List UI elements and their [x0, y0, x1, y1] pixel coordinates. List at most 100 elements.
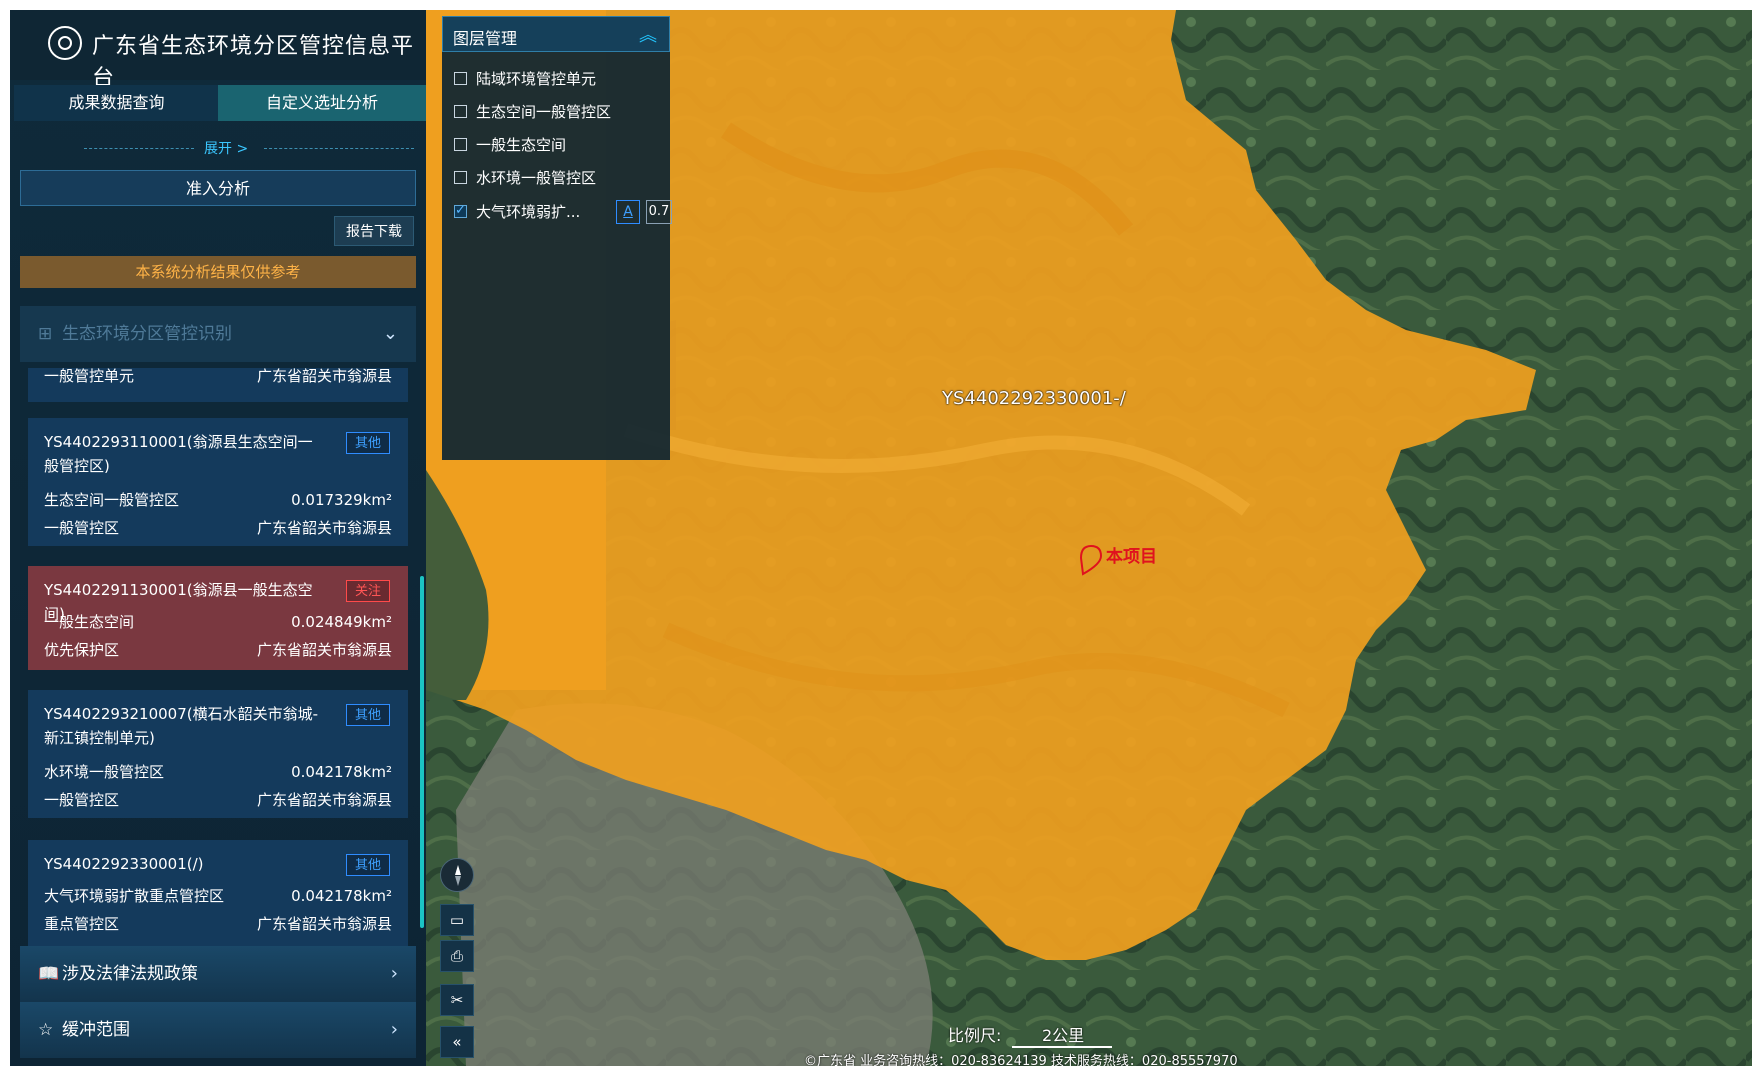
card-type: 一般管控单元 — [44, 368, 135, 385]
card-level: 重点管控区 — [44, 915, 120, 933]
card-row: 大气环境弱扩散重点管控区 0.042178km² — [44, 884, 392, 908]
layer-checkbox[interactable] — [454, 105, 467, 118]
list-item[interactable]: YS4402292330001(/) 其他 大气环境弱扩散重点管控区 0.042… — [28, 840, 408, 946]
card-region: 广东省韶关市翁源县 — [256, 791, 392, 809]
tab-bar: 成果数据查询 自定义选址分析 — [10, 85, 426, 121]
card-type: 一般生态空间 — [44, 613, 135, 631]
card-row: 水环境一般管控区 0.042178km² — [44, 760, 392, 784]
card-level: 一般管控区 — [44, 519, 120, 537]
compass-icon[interactable] — [440, 858, 474, 892]
card-area: 0.042178km² — [291, 887, 392, 905]
layer-checkbox[interactable] — [454, 200, 467, 222]
card-region: 广东省韶关市翁源县 — [256, 519, 392, 537]
card-type: 大气环境弱扩散重点管控区 — [44, 887, 225, 905]
card-level: 一般管控区 — [44, 791, 120, 809]
list-item[interactable]: 一般管控单元 广东省韶关市翁源县 — [28, 368, 408, 402]
scale-bar: 比例尺: 2公里 — [948, 1022, 1112, 1048]
layer-checkbox[interactable] — [454, 171, 467, 184]
status-badge: 关注 — [346, 580, 390, 602]
chevron-up-double-icon[interactable]: ︽ — [639, 25, 657, 46]
section-identify-label: 生态环境分区管控识别 — [62, 324, 232, 344]
list-item[interactable]: YS4402293210007(横石水韶关市翁城-新江镇控制单元) 其他 水环境… — [28, 690, 408, 818]
tab-site-analysis[interactable]: 自定义选址分析 — [218, 85, 426, 121]
app-header: 广东省生态环境分区管控信息平台 — [10, 10, 426, 91]
card-row: 一般管控区 广东省韶关市翁源县 — [44, 516, 392, 540]
status-badge: 其他 — [346, 854, 390, 876]
expand-row: 展开 > — [24, 138, 414, 158]
result-list[interactable]: 一般管控单元 广东省韶关市翁源县 YS4402293110001(翁源县生态空间… — [28, 368, 408, 946]
section-law-label: 涉及法律法规政策 — [62, 964, 198, 984]
card-area: 0.017329km² — [291, 491, 392, 509]
section-buffer-label: 缓冲范围 — [62, 1020, 130, 1040]
scale-value: 2公里 — [1042, 1026, 1085, 1045]
card-row: 一般管控单元 广东省韶关市翁源县 — [44, 368, 392, 388]
card-region: 广东省韶关市翁源县 — [256, 368, 392, 385]
card-row: 重点管控区 广东省韶关市翁源县 — [44, 912, 392, 936]
zone-polygon — [426, 10, 1536, 960]
layer-checkbox[interactable] — [454, 72, 467, 85]
footer-credits: ©广东省 业务咨询热线：020-83624139 技术服务热线：020-8555… — [804, 1054, 1238, 1066]
layer-label: 大气环境弱扩... — [476, 203, 581, 221]
list-item[interactable]: YS4402293110001(翁源县生态空间一般管控区) 其他 生态空间一般管… — [28, 418, 408, 546]
layer-label: 水环境一般管控区 — [476, 169, 597, 187]
layer-item[interactable]: 大气环境弱扩... A 0.7 — [454, 200, 672, 224]
left-panel: 广东省生态环境分区管控信息平台 成果数据查询 自定义选址分析 展开 > 准入分析… — [10, 10, 426, 1066]
card-row: 一般管控区 广东省韶关市翁源县 — [44, 788, 392, 812]
grid-icon: ⊞ — [38, 324, 53, 344]
section-law[interactable]: 📖涉及法律法规政策 › — [20, 946, 416, 1002]
region-label: YS4402292330001-/ — [942, 388, 1126, 409]
chevron-right-icon: › — [390, 1019, 398, 1040]
scrollbar-thumb[interactable] — [420, 576, 424, 928]
measure-icon[interactable]: ▭ — [440, 904, 474, 936]
card-area: 0.024849km² — [291, 613, 392, 631]
layer-label: 一般生态空间 — [476, 136, 567, 154]
card-type: 生态空间一般管控区 — [44, 491, 180, 509]
cut-icon[interactable]: ✂ — [440, 984, 474, 1016]
divider — [84, 148, 194, 149]
layer-checkbox[interactable] — [454, 138, 467, 151]
card-row: 生态空间一般管控区 0.017329km² — [44, 488, 392, 512]
card-type: 水环境一般管控区 — [44, 763, 165, 781]
divider — [264, 148, 414, 149]
tab-data-query[interactable]: 成果数据查询 — [14, 85, 219, 121]
access-analysis-button[interactable]: 准入分析 — [20, 170, 416, 206]
app-title: 广东省生态环境分区管控信息平台 — [92, 34, 415, 91]
opacity-input[interactable]: 0.7 — [646, 200, 672, 224]
book-icon: 📖 — [38, 964, 60, 984]
layer-label: 陆域环境管控单元 — [476, 70, 597, 88]
scale-prefix: 比例尺: — [948, 1026, 1002, 1045]
layer-panel-title: 图层管理 — [453, 29, 518, 48]
card-row: 一般生态空间 0.024849km² — [44, 610, 392, 634]
print-icon[interactable]: ⎙ — [440, 940, 474, 972]
star-icon: ☆ — [38, 1020, 54, 1040]
card-name: YS4402293110001(翁源县生态空间一般管控区) — [44, 433, 313, 475]
collapse-icon[interactable]: « — [440, 1026, 474, 1058]
card-region: 广东省韶关市翁源县 — [256, 915, 392, 933]
layer-label: 生态空间一般管控区 — [476, 103, 612, 121]
project-marker-icon — [1079, 544, 1103, 576]
card-name: YS4402293210007(横石水韶关市翁城-新江镇控制单元) — [44, 705, 319, 747]
layer-panel-header[interactable]: 图层管理 ︽ — [442, 16, 670, 52]
list-item[interactable]: YS4402291130001(翁源县一般生态空间) 关注 一般生态空间 0.0… — [28, 566, 408, 670]
chevron-down-icon: ⌄ — [382, 323, 398, 344]
legend-chip[interactable]: A — [616, 200, 640, 224]
report-download-button[interactable]: 报告下载 — [334, 216, 414, 246]
card-level: 优先保护区 — [44, 641, 120, 659]
card-area: 0.042178km² — [291, 763, 392, 781]
section-buffer[interactable]: ☆ 缓冲范围 › — [20, 1002, 416, 1058]
chevron-right-icon: › — [390, 963, 398, 984]
emblem-icon — [48, 26, 82, 60]
scale-line — [1012, 1046, 1112, 1048]
card-name: YS4402291130001(翁源县一般生态空间) — [44, 581, 313, 623]
layer-panel: 图层管理 ︽ 陆域环境管控单元 生态空间一般管控区 一般生态空间 水环境一般管控… — [442, 16, 672, 460]
status-badge: 其他 — [346, 432, 390, 454]
section-identify[interactable]: ⊞ 生态环境分区管控识别 ⌄ — [20, 306, 416, 362]
card-name: YS4402292330001(/) — [44, 855, 204, 873]
expand-toggle[interactable]: 展开 > — [204, 141, 249, 157]
card-region: 广东省韶关市翁源县 — [256, 641, 392, 659]
project-label: 本项目 — [1106, 547, 1157, 567]
disclaimer-banner: 本系统分析结果仅供参考 — [20, 256, 416, 288]
card-row: 优先保护区 广东省韶关市翁源县 — [44, 638, 392, 662]
status-badge: 其他 — [346, 704, 390, 726]
